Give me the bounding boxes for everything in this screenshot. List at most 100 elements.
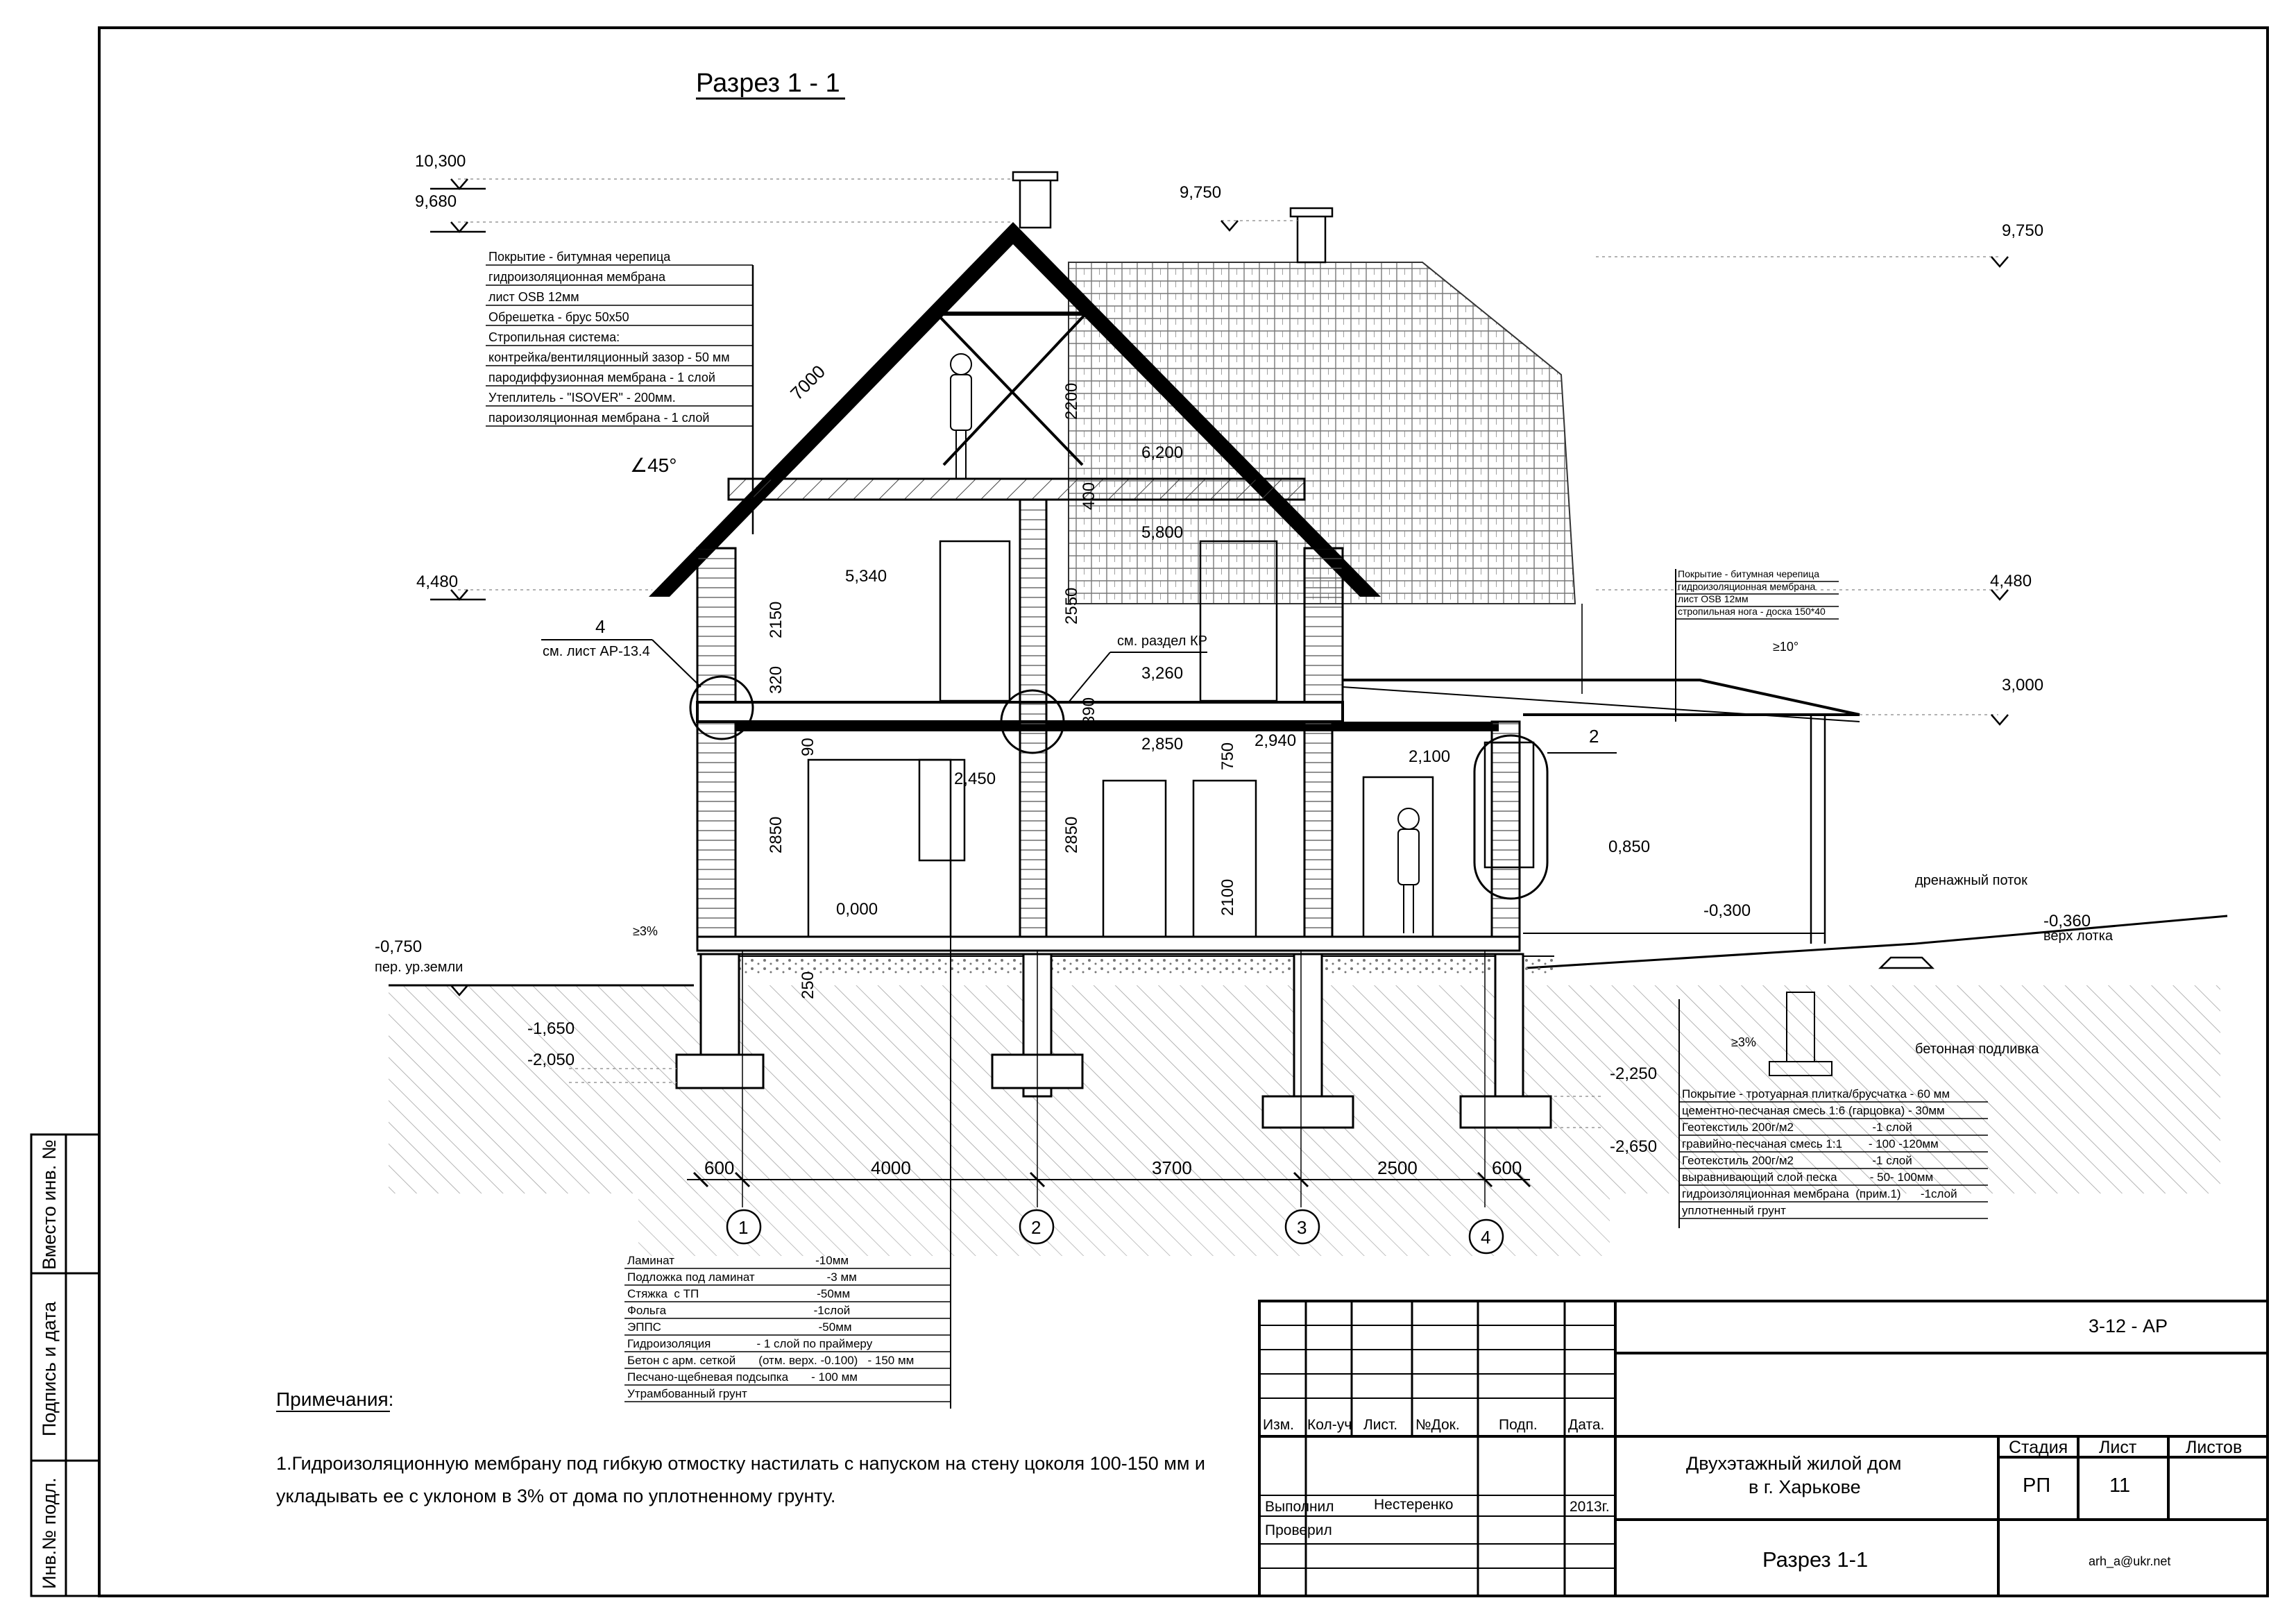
roof-spec-line: пароизоляционная мембрана - 1 слой bbox=[488, 411, 709, 425]
note-drainage-flow: дренажный поток bbox=[1915, 873, 2027, 888]
side-stamp: Инв.№ подл. Подпись и дата Вместо инв. № bbox=[30, 1133, 101, 1597]
floor-spec-line: Песчано-щебневая подсыпка - 100 мм bbox=[627, 1370, 858, 1384]
level-2450: 2,450 bbox=[954, 770, 996, 788]
tb-email: arh_a@ukr.net bbox=[2089, 1554, 2170, 1569]
level-right-minus-0360: -0,360 bbox=[2043, 912, 2091, 931]
axis-1: 1 bbox=[738, 1217, 748, 1238]
callout-4-ref: см. лист АР-13.4 bbox=[543, 644, 650, 659]
note-1-line-1: 1.Гидроизоляционную мембрану под гибкую … bbox=[276, 1453, 1205, 1474]
level-minus-0750: -0,750 bbox=[375, 937, 422, 956]
level-right-3000: 3,000 bbox=[2002, 676, 2043, 695]
level-markers bbox=[430, 178, 2009, 996]
roof-spec-line: Покрытие - битумная черепица bbox=[488, 250, 671, 264]
level-minus-0300: -0,300 bbox=[1703, 901, 1751, 920]
paving-spec-line: Геотекстиль 200г/м2 -1 слой bbox=[1682, 1121, 1912, 1134]
tb-project: Двухэтажный жилой дом bbox=[1686, 1453, 1901, 1474]
sheet-frame bbox=[98, 26, 2269, 1597]
floor-spec-line: Фольга -1слой bbox=[627, 1304, 850, 1317]
dim-2850-a: 2850 bbox=[767, 817, 785, 853]
paving-spec-table: Покрытие - тротуарная плитка/брусчатка -… bbox=[1678, 999, 1988, 1228]
tb-performed-year: 2013г. bbox=[1570, 1499, 1610, 1515]
notes: Примечания: 1.Гидроизоляционную мембрану… bbox=[276, 1388, 1205, 1506]
dim-320: 320 bbox=[767, 666, 785, 694]
callouts: 4 см. лист АР-13.4 2 см. раздел КР bbox=[541, 616, 1617, 754]
porch-spec-line: лист OSB 12мм bbox=[1678, 593, 1749, 604]
axis-4: 4 bbox=[1481, 1227, 1490, 1248]
level-2940: 2,940 bbox=[1255, 731, 1296, 750]
porch-roof-spec: Покрытие - битумная черепица гидроизоляц… bbox=[1675, 568, 1839, 722]
level-right-4480: 4,480 bbox=[1990, 572, 2032, 590]
floor-spec-line: Ламинат -10мм bbox=[627, 1254, 849, 1267]
dim-750: 750 bbox=[1218, 742, 1237, 770]
tb-performed-name: Нестеренко bbox=[1374, 1497, 1453, 1513]
detail-callout-capsule bbox=[1473, 734, 1549, 900]
callout-2-number: 2 bbox=[1589, 726, 1599, 747]
roof-spec-line: пародиффузионная мембрана - 1 слой bbox=[488, 371, 715, 384]
dim-2200: 2200 bbox=[1062, 383, 1081, 420]
paving-spec-line: выравнивающий слой песка - 50- 100мм bbox=[1682, 1171, 1933, 1184]
paving-spec-line: гравийно-песчаная смесь 1:1 - 100 -120мм bbox=[1682, 1137, 1939, 1150]
dim-2500: 2500 bbox=[1377, 1157, 1418, 1178]
side-stamp-inv-podl: Инв.№ подл. bbox=[39, 1477, 60, 1589]
floor-spec-line: Гидроизоляция - 1 слой по праймеру bbox=[627, 1337, 873, 1350]
dim-390: 390 bbox=[1080, 697, 1098, 725]
dimension-chain: 600 4000 3700 2500 600 1 2 3 4 bbox=[687, 951, 1531, 1255]
roof-spec-line: Стропильная система: bbox=[488, 330, 620, 344]
dim-90: 90 bbox=[799, 738, 817, 756]
detail-callout-circle bbox=[689, 675, 754, 740]
tb-code: 3-12 - АР bbox=[2089, 1316, 2168, 1336]
dim-4000: 4000 bbox=[871, 1157, 911, 1178]
tb-sheet-title: Разрез 1-1 bbox=[1762, 1547, 1868, 1572]
porch-spec-line: Покрытие - битумная черепица bbox=[1678, 568, 1819, 579]
level-right-minus-2250: -2,250 bbox=[1610, 1064, 1657, 1083]
level-right-9750: 9,750 bbox=[2002, 221, 2043, 240]
slope-3a: ≥3% bbox=[633, 924, 658, 938]
title-block bbox=[1258, 1300, 2269, 1597]
level-minus-1650: -1,650 bbox=[527, 1019, 575, 1038]
floor-spec-line: Подложка под ламинат -3 мм bbox=[627, 1271, 857, 1284]
annex-background bbox=[1068, 207, 1583, 694]
paving-spec-line: Геотекстиль 200г/м2 -1 слой bbox=[1682, 1154, 1912, 1167]
note-tray-top: верх лотка bbox=[2043, 928, 2114, 944]
tb-sheets-label: Листов bbox=[2186, 1438, 2242, 1457]
detail-callout-circle bbox=[1000, 689, 1065, 754]
title-block-text: Изм. Кол-уч Лист. №Док. Подп. Дата. Выпо… bbox=[1263, 1316, 2242, 1572]
levels-left: 10,300 9,680 4,480 -0,750 пер. ур.земли … bbox=[375, 152, 575, 1069]
floor-spec-line: Стяжка с ТП -50мм bbox=[627, 1287, 850, 1300]
dim-7000: 7000 bbox=[786, 361, 829, 404]
axis-3: 3 bbox=[1297, 1217, 1307, 1238]
porch-spec-line: гидроизоляционная мембрана bbox=[1678, 581, 1816, 592]
level-6200: 6,200 bbox=[1141, 443, 1183, 462]
scale-figure-icon bbox=[950, 353, 1420, 933]
axis-2: 2 bbox=[1031, 1217, 1041, 1238]
house-section bbox=[649, 171, 1552, 1129]
note-concrete-bed: бетонная подливка bbox=[1915, 1042, 2039, 1057]
roof-spec-line: Утеплитель - "ISOVER" - 200мм. bbox=[488, 391, 676, 405]
dim-3700: 3700 bbox=[1152, 1157, 1192, 1178]
callout-4-number: 4 bbox=[595, 616, 605, 637]
roof-spec-line: лист OSB 12мм bbox=[488, 290, 579, 304]
porch bbox=[1342, 679, 1935, 1076]
see-kr-note: см. раздел КР bbox=[1117, 634, 1207, 649]
side-stamp-signature: Подпись и дата bbox=[39, 1301, 60, 1436]
levels-right: 9,750 4,480 3,000 -0,360 -2,250 -2,650 д… bbox=[1610, 221, 2114, 1156]
level-9750: 9,750 bbox=[1180, 183, 1221, 202]
drawing-title: Разрез 1 - 1 bbox=[696, 69, 840, 98]
roof-spec-line: гидроизоляционная мембрана bbox=[488, 270, 666, 284]
floor-spec-line: Бетон с арм. сеткой (отм. верх. -0.100) … bbox=[627, 1354, 914, 1367]
roof-spec-line: Обрешетка - брус 50х50 bbox=[488, 310, 629, 324]
tb-col-date: Дата. bbox=[1568, 1417, 1604, 1433]
dim-600-left: 600 bbox=[704, 1157, 734, 1178]
level-3260: 3,260 bbox=[1141, 664, 1183, 683]
tb-col-kol: Кол-уч bbox=[1307, 1417, 1352, 1433]
tb-col-sign: Подп. bbox=[1499, 1417, 1538, 1433]
level-5340: 5,340 bbox=[845, 567, 887, 586]
side-stamp-instead: Вместо инв. № bbox=[39, 1139, 60, 1270]
notes-title: Примечания: bbox=[276, 1388, 393, 1410]
tb-col-list: Лист. bbox=[1363, 1417, 1397, 1433]
roof-spec-table: Покрытие - битумная черепица гидроизоляци… bbox=[486, 250, 754, 534]
level-lines bbox=[458, 178, 1998, 1128]
dim-2850-b: 2850 bbox=[1062, 817, 1081, 853]
tb-col-doc: №Док. bbox=[1415, 1417, 1460, 1433]
paving-spec-line: цементно-песчаная смесь 1:6 (гарцовка) -… bbox=[1682, 1104, 1945, 1117]
